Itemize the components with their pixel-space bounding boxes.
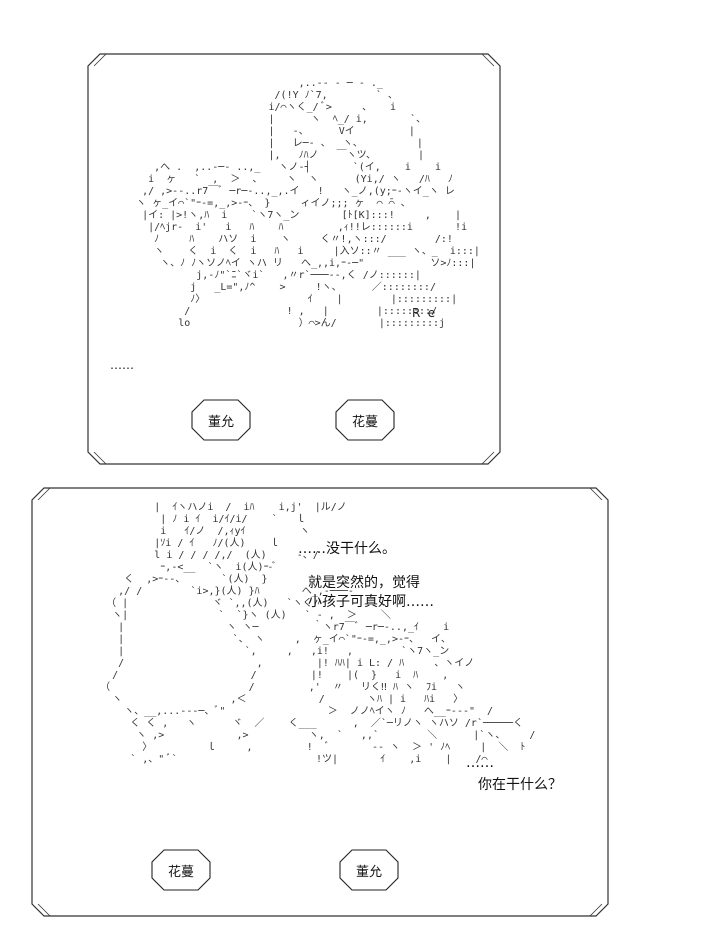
panel-1-ellipsis: …… [110, 358, 134, 372]
octagon-tag-icon [335, 399, 395, 441]
speech-suddenly-line-1: 就是突然的，觉得 [308, 575, 420, 591]
panel-1-frame [87, 53, 501, 465]
speech-ellipsis-bottom: …… [466, 755, 494, 771]
panel-2-name-tag-dongyun: 董允 [338, 848, 400, 892]
panel-1-ascii-art-figures: ,..-- ‐ ─ - ._ /(!Y ﾉ`7, ` 、 i/⌒ヽく_/ ﾞ> … [136, 78, 480, 329]
name-tag-label: 董允 [355, 864, 382, 880]
octagon-tag-icon [151, 849, 211, 891]
panel-1-name-tag-dongyun: 董允 [190, 398, 252, 442]
octagon-tag-icon [339, 849, 399, 891]
name-tag-label: 花蔓 [167, 864, 194, 880]
panel-2 [30, 484, 610, 920]
name-tag-label: 董允 [207, 414, 234, 430]
speech-what-are-you-doing: 你在干什么？ [478, 777, 562, 793]
name-tag-label: 花蔓 [351, 414, 378, 430]
speech-suddenly-line-2: 小孩子可真好啊…… [308, 594, 434, 610]
panel-1 [86, 48, 506, 468]
panel-1-re-label: Re [412, 306, 444, 320]
octagon-tag-icon [191, 399, 251, 441]
panel-2-name-tag-huaman: 花蔓 [150, 848, 212, 892]
speech-nothing-much: ……没干什么。 [298, 541, 396, 557]
panel-2-frame [31, 487, 609, 917]
panel-1-name-tag-huaman: 花蔓 [334, 398, 396, 442]
panel-2-ascii-art-figures: | ｲヽハノi / iﾊ i,j' |ル/ノ | ﾉ i ｲ i/ｲ/i/ ` … [100, 502, 536, 765]
